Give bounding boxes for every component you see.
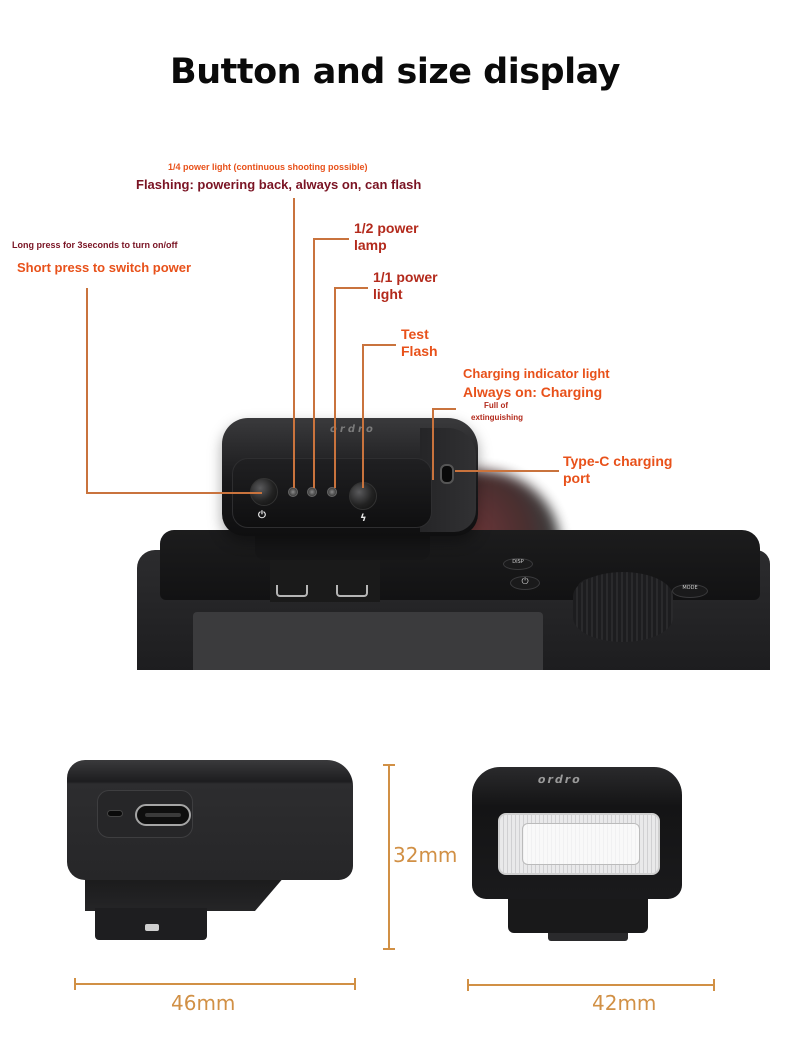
led-full-power xyxy=(327,487,337,497)
power-button-label-top: Long press for 3seconds to turn on/off xyxy=(12,240,178,250)
led-half-power xyxy=(307,487,317,497)
flash-bolt-icon: ϟ xyxy=(360,513,367,524)
side-width-dimension-line xyxy=(74,983,355,985)
hotshoe-rail-right xyxy=(336,585,368,597)
leader-line-quarter-power xyxy=(293,198,295,488)
front-width-dimension-label: 42mm xyxy=(592,991,657,1015)
front-width-cap-left xyxy=(467,979,469,991)
half-power-label-line2: lamp xyxy=(354,237,387,254)
leader-line-full-power-v xyxy=(334,287,336,488)
leader-line-type-c xyxy=(455,470,559,472)
brand-logo-front: ordro xyxy=(536,773,584,786)
flash-lens xyxy=(498,813,660,875)
leader-line-power-button-v xyxy=(86,288,88,493)
leader-line-test-flash-h xyxy=(362,344,396,346)
test-flash-label-line2: Flash xyxy=(401,343,438,360)
half-power-label: 1/2 power lamp xyxy=(354,220,419,254)
power-icon: ⏻ xyxy=(258,510,266,521)
front-view-base xyxy=(508,893,648,933)
side-width-cap-left xyxy=(74,978,76,990)
side-view-foot xyxy=(85,876,285,911)
leader-line-test-flash-v xyxy=(362,344,364,488)
camera-screen xyxy=(193,612,543,670)
type-c-label: Type-C charging port xyxy=(563,453,672,487)
charging-indicator-label-title: Charging indicator light xyxy=(463,366,610,381)
camera-power-button-icon: ⏻ xyxy=(510,576,540,590)
full-power-label-line1: 1/1 power xyxy=(373,269,438,285)
led-quarter-power xyxy=(288,487,298,497)
test-flash-label: Test Flash xyxy=(401,326,438,360)
side-view-product xyxy=(65,758,355,948)
power-button xyxy=(250,478,278,506)
hero-product-photo: DISP ⏻ MODE ordro ⏻ ϟ xyxy=(0,400,790,670)
full-power-label-line2: light xyxy=(373,286,403,303)
leader-line-full-power-h xyxy=(334,287,368,289)
usb-c-port-icon xyxy=(135,804,191,826)
front-width-dimension-line xyxy=(467,984,714,986)
leader-line-charging-h xyxy=(432,408,456,410)
type-c-label-line1: Type-C charging xyxy=(563,453,673,469)
quarter-power-label-top: 1/4 power light (continuous shooting pos… xyxy=(168,162,368,172)
hotshoe-rail-left xyxy=(276,585,308,597)
charging-indicator-label-extinguish: extinguishing xyxy=(471,413,523,422)
camera-mode-button: MODE xyxy=(672,584,708,598)
height-dimension-line xyxy=(388,764,390,950)
front-view-product: ordro xyxy=(468,765,688,950)
type-c-label-line2: port xyxy=(563,470,591,487)
height-dimension-cap-bottom xyxy=(383,948,395,950)
leader-line-power-button-h xyxy=(86,492,262,494)
half-power-label-line1: 1/2 power xyxy=(354,220,419,236)
page-title: Button and size display xyxy=(170,52,620,92)
leader-line-half-power-h xyxy=(313,238,349,240)
front-width-cap-right xyxy=(713,979,715,991)
side-view-pin xyxy=(145,924,159,931)
height-dimension-cap-top xyxy=(383,764,395,766)
charging-led-icon xyxy=(107,810,123,817)
height-dimension-label: 32mm xyxy=(393,843,458,867)
usb-c-port xyxy=(440,464,454,484)
leader-line-charging-v xyxy=(432,408,434,480)
side-width-dimension-label: 46mm xyxy=(171,991,236,1015)
test-flash-label-line1: Test xyxy=(401,326,429,342)
camera-mode-dial xyxy=(573,572,673,642)
side-width-cap-right xyxy=(354,978,356,990)
charging-indicator-label-full: Full of xyxy=(484,401,508,410)
camera-disp-button: DISP xyxy=(503,558,533,570)
brand-logo-top: ordro xyxy=(329,424,377,435)
leader-line-half-power-v xyxy=(313,238,315,488)
power-button-label-bottom: Short press to switch power xyxy=(17,260,192,275)
full-power-label: 1/1 power light xyxy=(373,269,438,303)
quarter-power-label-bottom: Flashing: powering back, always on, can … xyxy=(136,177,422,192)
charging-indicator-label-status: Always on: Charging xyxy=(463,384,603,400)
